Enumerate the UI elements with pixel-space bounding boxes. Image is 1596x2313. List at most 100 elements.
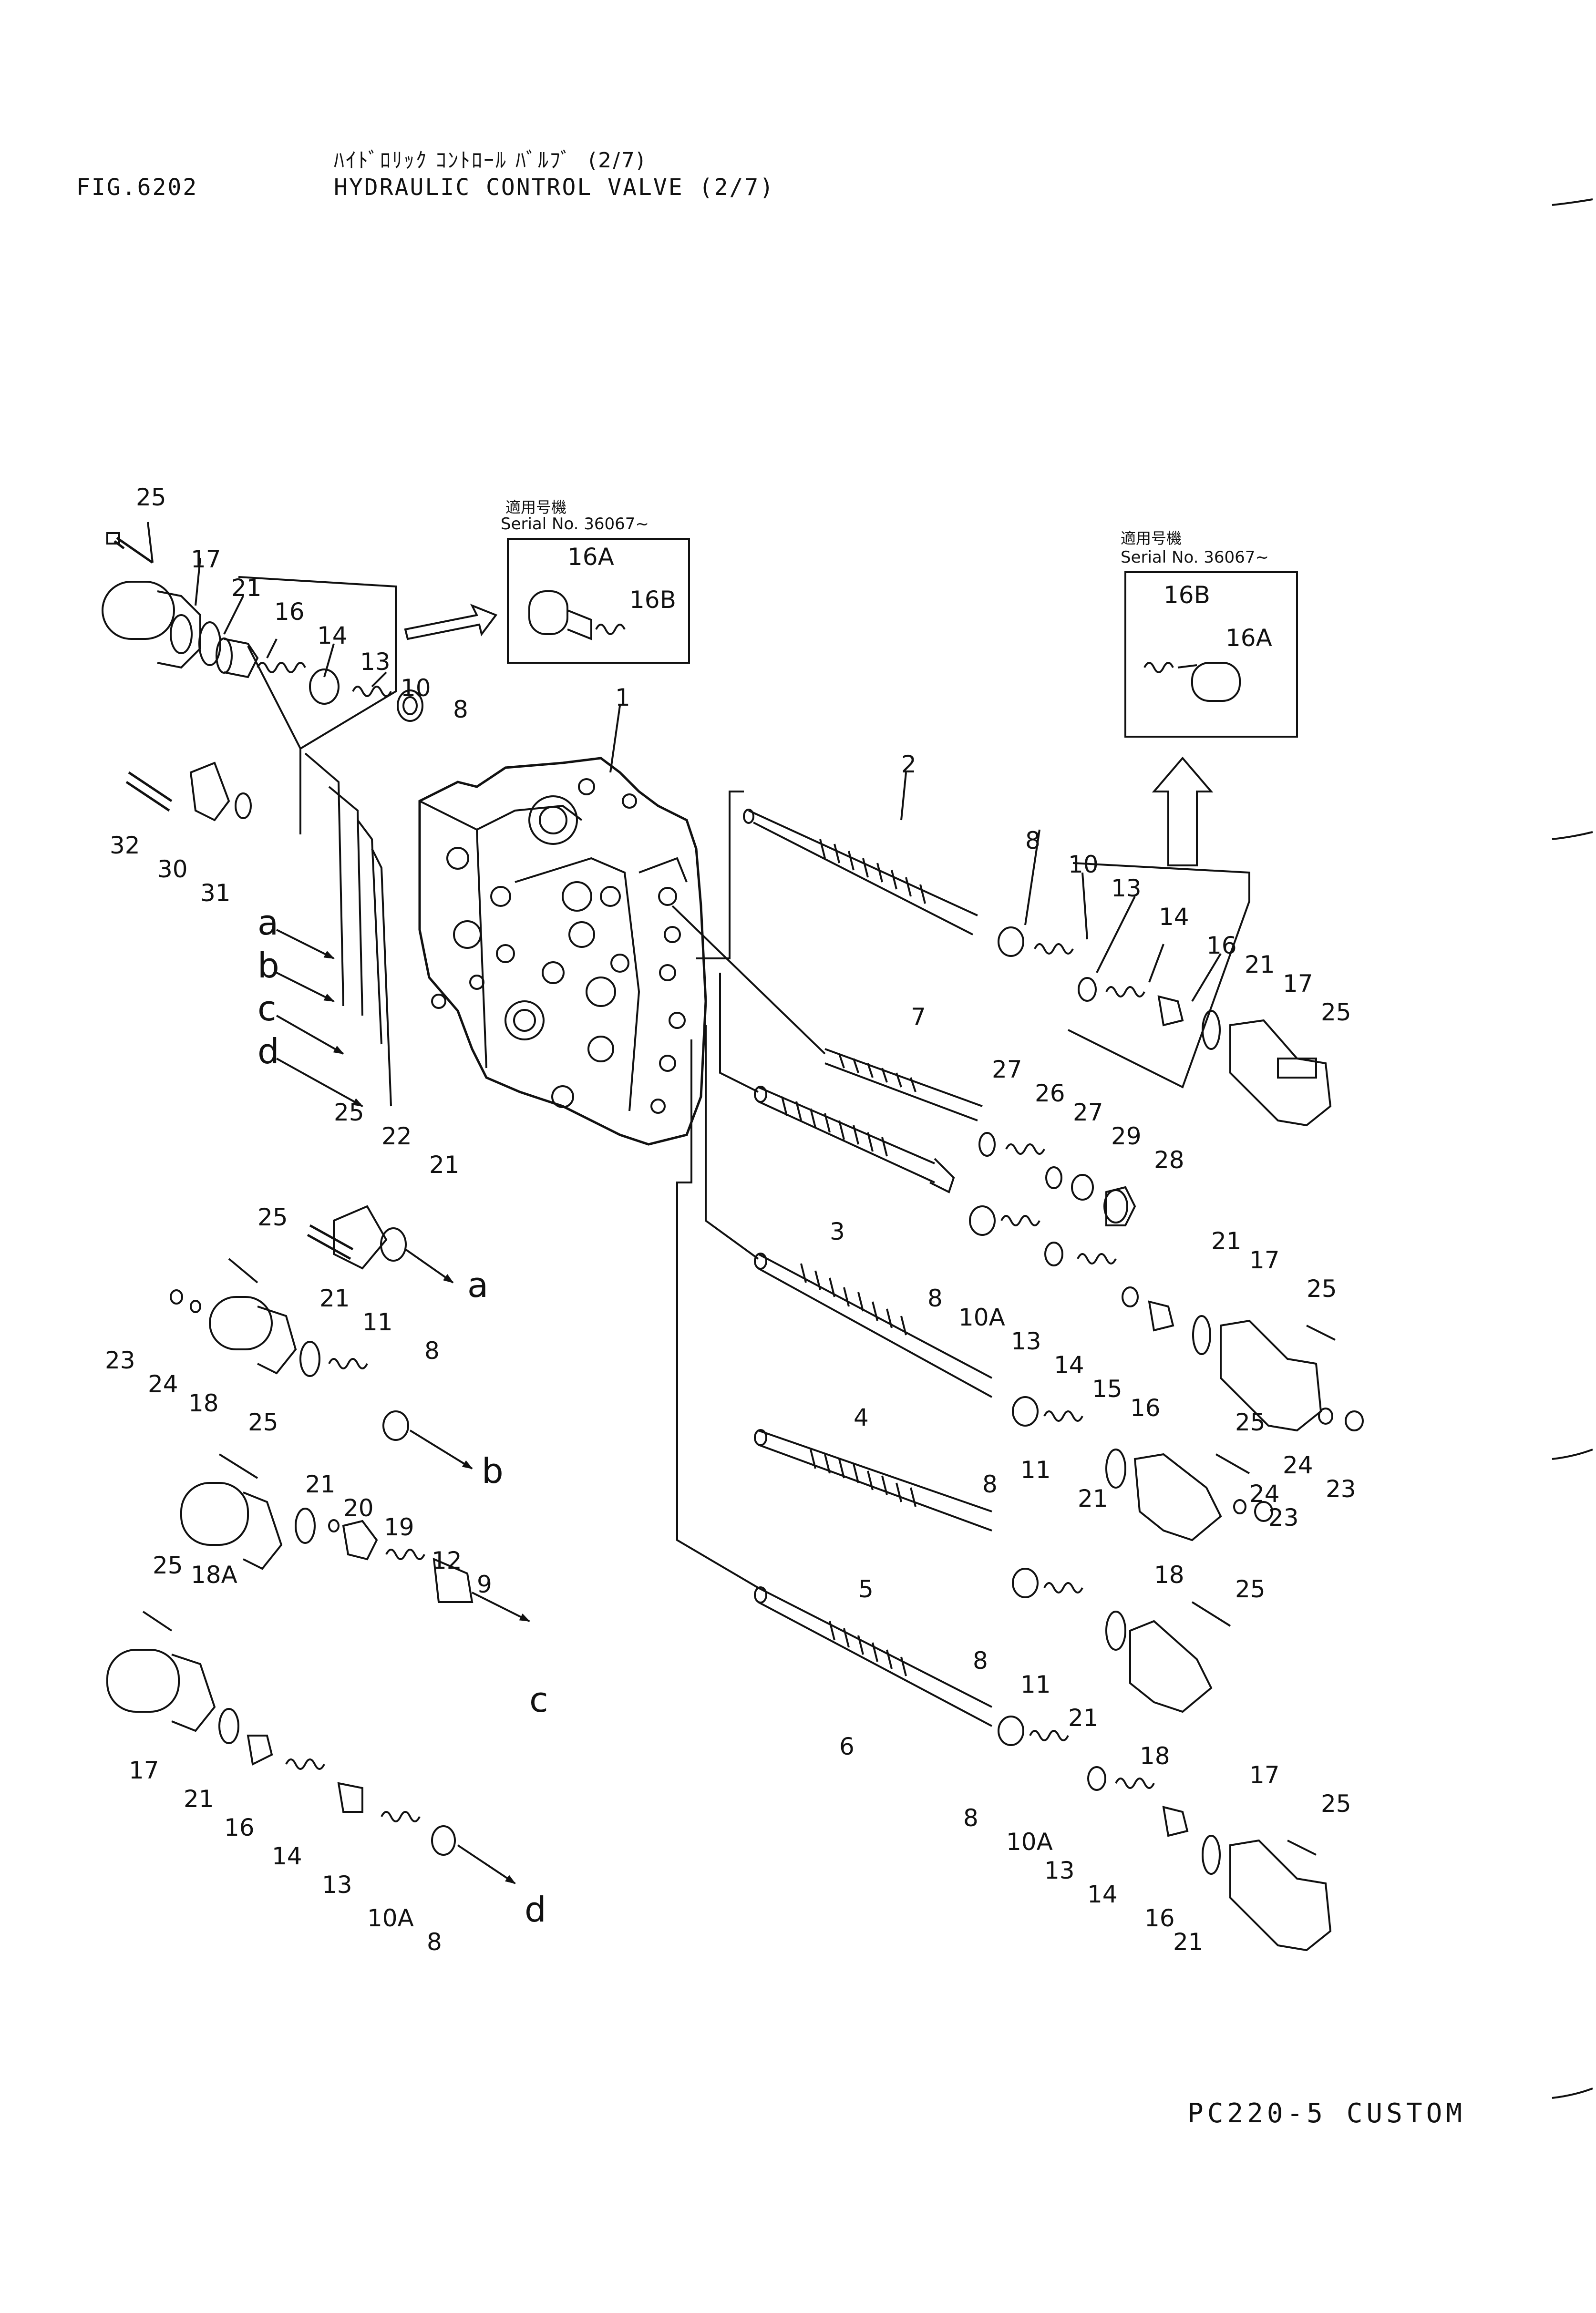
callout-20: 20 — [343, 1494, 374, 1522]
callout-9: 9 — [477, 1571, 492, 1598]
callout-13: 13 — [1011, 1327, 1041, 1355]
callout-24: 24 — [148, 1370, 178, 1398]
callout-14: 14 — [1159, 903, 1189, 931]
callout-25: 25 — [257, 1203, 288, 1231]
callout-21: 21 — [429, 1151, 460, 1179]
callout-17: 17 — [1249, 1761, 1280, 1789]
spool-3 — [719, 973, 1364, 1432]
spool-4 — [705, 1025, 1273, 1542]
callout-11: 11 — [1020, 1456, 1051, 1484]
port-letter-b: b — [482, 1451, 504, 1491]
callout-10A: 10A — [367, 1904, 414, 1932]
callout-4: 4 — [854, 1404, 869, 1431]
callout-5: 5 — [858, 1575, 874, 1603]
callout-21: 21 — [319, 1285, 350, 1312]
spool-7 — [671, 905, 1136, 1226]
inset-left-serial: Serial No. 36067~ — [501, 514, 649, 534]
spool-5 — [676, 1039, 1231, 1713]
inset-right-serial: Serial No. 36067~ — [1121, 548, 1269, 567]
port-letter-d: d — [257, 1031, 279, 1071]
left-lower-parts — [106, 752, 474, 1856]
callout-10: 10 — [1068, 851, 1099, 878]
edge-mark — [1552, 2087, 1593, 2099]
callout-17: 17 — [1283, 970, 1313, 997]
callout-1: 1 — [615, 684, 630, 711]
inset-right-jp: 適用号機 — [1121, 529, 1182, 547]
callout-27: 27 — [992, 1056, 1022, 1083]
callout-16: 16 — [1206, 932, 1237, 959]
callout-26: 26 — [1035, 1079, 1065, 1107]
callout-21: 21 — [1173, 1928, 1204, 1956]
callout-16: 16 — [1130, 1394, 1161, 1422]
callout-7: 7 — [911, 1003, 926, 1031]
callout-18: 18 — [1154, 1561, 1184, 1589]
port-letter-c: c — [529, 1680, 548, 1720]
callout-31: 31 — [200, 879, 231, 907]
port-arrows — [276, 929, 530, 1884]
callout-8: 8 — [427, 1928, 442, 1956]
inset-left-16B: 16B — [629, 586, 676, 614]
part-callouts: 1 2 7 3 4 5 6 25 17 21 16 14 13 10 8 32 … — [105, 483, 1356, 1956]
callout-14: 14 — [1087, 1881, 1118, 1908]
callout-8: 8 — [963, 1804, 978, 1832]
valve-body — [418, 757, 707, 1146]
inset-right-16A: 16A — [1225, 624, 1272, 652]
callout-23: 23 — [1268, 1504, 1299, 1532]
callout-14: 14 — [1054, 1351, 1084, 1379]
callout-15: 15 — [1092, 1375, 1122, 1403]
callout-8: 8 — [973, 1647, 988, 1675]
callout-25: 25 — [248, 1408, 278, 1436]
figure-number: FIG.6202 — [76, 174, 198, 201]
edge-mark — [1552, 1449, 1593, 1460]
callout-25: 25 — [1321, 998, 1351, 1026]
model-label: PC220-5 CUSTOM — [1187, 2098, 1466, 2129]
callout-11: 11 — [362, 1308, 393, 1336]
callout-11: 11 — [1020, 1671, 1051, 1698]
port-letters: a b c d a b c d — [257, 903, 548, 1930]
callout-8: 8 — [1025, 827, 1040, 854]
edge-mark — [1552, 198, 1593, 206]
callout-18A: 18A — [191, 1561, 237, 1589]
callout-18: 18 — [1140, 1742, 1170, 1770]
edge-mark — [1552, 831, 1593, 840]
callout-23: 23 — [1326, 1475, 1356, 1503]
callout-21: 21 — [1078, 1485, 1108, 1512]
callout-13: 13 — [1111, 874, 1142, 902]
callout-25: 25 — [1321, 1790, 1351, 1818]
callout-25: 25 — [136, 483, 166, 511]
callout-25: 25 — [1235, 1408, 1266, 1436]
port-letter-d: d — [525, 1890, 546, 1930]
callout-32: 32 — [110, 832, 140, 859]
inset-left-16A: 16A — [567, 543, 614, 571]
callout-24: 24 — [1283, 1451, 1313, 1479]
inset-right-16B: 16B — [1164, 581, 1210, 609]
port-letter-a: a — [257, 903, 278, 943]
spool-2 — [696, 772, 1332, 1127]
inset-right-text: 適用号機 Serial No. 36067~ 16B 16A — [1121, 529, 1272, 652]
callout-17: 17 — [191, 545, 221, 573]
callout-6: 6 — [839, 1733, 855, 1760]
inset-box-left — [404, 538, 690, 664]
callout-3: 3 — [830, 1218, 845, 1245]
callout-14: 14 — [272, 1842, 302, 1870]
callout-21: 21 — [1068, 1704, 1099, 1732]
callout-28: 28 — [1154, 1146, 1184, 1174]
figure-title: HYDRAULIC CONTROL VALVE (2/7) — [334, 174, 775, 201]
callout-16: 16 — [1144, 1904, 1175, 1932]
callout-14: 14 — [317, 622, 348, 649]
callout-13: 13 — [1044, 1857, 1075, 1884]
callout-21: 21 — [1245, 951, 1275, 978]
port-letter-a: a — [467, 1265, 488, 1305]
callout-29: 29 — [1111, 1122, 1142, 1150]
callout-23: 23 — [105, 1347, 135, 1374]
inset-box-right — [1124, 571, 1298, 866]
callout-8: 8 — [982, 1470, 998, 1498]
callout-19: 19 — [384, 1513, 414, 1541]
spool-6 — [754, 1586, 1332, 1952]
callout-16: 16 — [224, 1814, 255, 1841]
callout-21: 21 — [1211, 1227, 1242, 1255]
inset-left-text: 適用号機 Serial No. 36067~ 16A 16B — [501, 498, 676, 614]
upper-left-solenoid-group — [102, 522, 423, 834]
callout-22: 22 — [381, 1122, 412, 1150]
